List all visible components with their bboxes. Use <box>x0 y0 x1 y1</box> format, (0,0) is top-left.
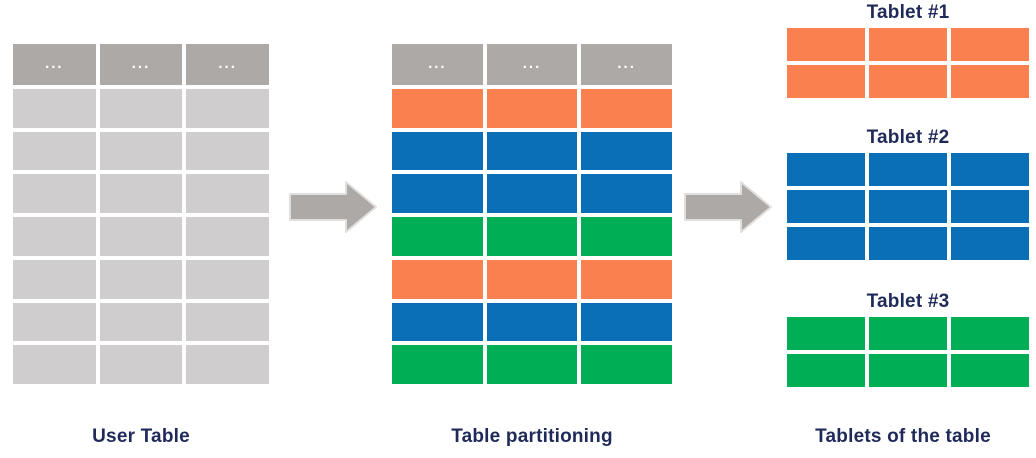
tablet-2-cell <box>869 190 947 223</box>
partition-table-cell <box>392 345 483 384</box>
ellipsis-icon: ... <box>131 55 151 72</box>
tablet-1-cell <box>787 28 865 61</box>
user-table-header-cell: ... <box>13 44 96 85</box>
partition-table-cell <box>392 131 483 171</box>
user-table-cell <box>186 259 269 299</box>
user-table-header-cell: ... <box>99 44 183 85</box>
tablet-2-cell <box>787 190 865 223</box>
partition-table-header-cell: ... <box>392 44 483 85</box>
user-table-cell <box>99 217 183 256</box>
user-table-cell <box>13 302 96 342</box>
user-table-cell <box>186 89 269 128</box>
user-table-cell <box>13 131 96 171</box>
user-table-cell <box>13 174 96 214</box>
user-table: ......... <box>13 44 269 384</box>
ellipsis-icon: ... <box>428 55 447 72</box>
tablet-2-cell <box>869 227 947 260</box>
user-table-cell <box>13 217 96 256</box>
caption-user-table: User Table <box>92 426 190 447</box>
tablet-1-cell <box>869 28 947 61</box>
partition-table-cell <box>581 174 672 214</box>
user-table-cell <box>99 302 183 342</box>
partition-table-cell <box>581 89 672 128</box>
caption-table-partitioning: Table partitioning <box>451 426 613 447</box>
tablet-2-cell <box>951 153 1029 186</box>
tablet-3-cell <box>869 354 947 387</box>
partition-table-cell <box>392 174 483 214</box>
caption-tablets-of-the-table: Tablets of the table <box>815 426 991 447</box>
ellipsis-icon: ... <box>617 55 636 72</box>
user-table-cell <box>99 259 183 299</box>
tablet-block-3: Tablet #3 <box>787 291 1029 387</box>
tablet-1-cell <box>787 65 865 98</box>
user-table-cell <box>13 259 96 299</box>
partition-table-cell <box>392 302 483 342</box>
user-table-cell <box>99 174 183 214</box>
tablet-3-cell <box>787 354 865 387</box>
tablet-3-cell <box>787 317 865 350</box>
user-table-cell <box>99 89 183 128</box>
tablet-2-cell <box>787 227 865 260</box>
tablet-title-3: Tablet #3 <box>866 291 950 312</box>
user-table-cell <box>186 131 269 171</box>
tablet-title-2: Tablet #2 <box>866 127 950 148</box>
partition-table-cell <box>486 131 578 171</box>
tablet-2-cell <box>787 153 865 186</box>
tablet-2-cell <box>951 190 1029 223</box>
tablet-grid-2 <box>787 153 1029 260</box>
tablet-grid-1 <box>787 28 1029 98</box>
partition-table-cell <box>486 217 578 256</box>
user-table-cell <box>186 302 269 342</box>
partition-table-cell <box>581 131 672 171</box>
partition-table-header-cell: ... <box>581 44 672 85</box>
partition-table-cell <box>392 217 483 256</box>
arrow-user-to-partition-icon <box>288 180 378 234</box>
tablet-block-1: Tablet #1 <box>787 2 1029 98</box>
partition-table-cell <box>486 89 578 128</box>
partition-table-cell <box>581 345 672 384</box>
user-table-cell <box>99 131 183 171</box>
partition-table-cell <box>486 345 578 384</box>
partition-table-cell <box>581 217 672 256</box>
partition-table-cell <box>486 302 578 342</box>
user-table-cell <box>13 345 96 384</box>
partition-table-cell <box>581 302 672 342</box>
tablet-3-cell <box>869 317 947 350</box>
user-table-cell <box>13 89 96 128</box>
partition-table-cell <box>392 259 483 299</box>
tablet-grid-3 <box>787 317 1029 387</box>
tablet-title-1: Tablet #1 <box>866 2 950 23</box>
partition-table-header-cell: ... <box>486 44 578 85</box>
tablet-1-cell <box>869 65 947 98</box>
user-table-header-cell: ... <box>186 44 269 85</box>
partition-table: ......... <box>392 44 672 384</box>
tablet-2-cell <box>869 153 947 186</box>
user-table-cell <box>99 345 183 384</box>
tablet-1-cell <box>951 28 1029 61</box>
ellipsis-icon: ... <box>218 55 237 72</box>
partition-table-cell <box>392 89 483 128</box>
tablet-3-cell <box>951 317 1029 350</box>
ellipsis-icon: ... <box>45 55 64 72</box>
tablet-3-cell <box>951 354 1029 387</box>
tablet-1-cell <box>951 65 1029 98</box>
ellipsis-icon: ... <box>522 55 542 72</box>
user-table-cell <box>186 217 269 256</box>
user-table-cell <box>186 174 269 214</box>
arrow-partition-to-tablets-icon <box>683 180 773 234</box>
partition-table-cell <box>486 259 578 299</box>
partition-table-cell <box>486 174 578 214</box>
tablet-2-cell <box>951 227 1029 260</box>
user-table-cell <box>186 345 269 384</box>
tablet-block-2: Tablet #2 <box>787 127 1029 260</box>
partition-table-cell <box>581 259 672 299</box>
